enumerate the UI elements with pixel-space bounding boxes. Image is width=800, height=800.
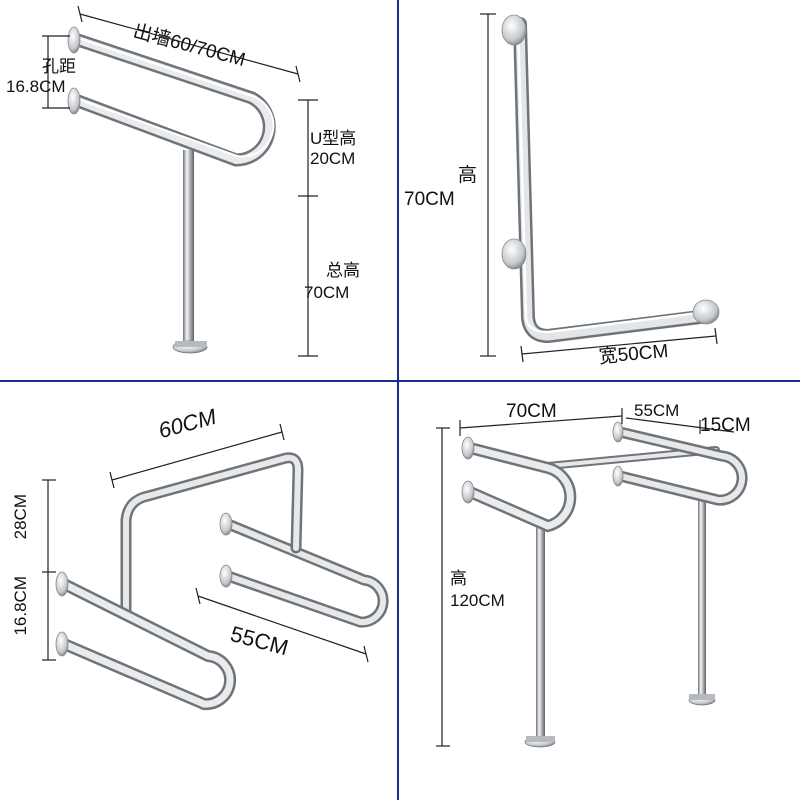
double-u-rail [42, 423, 389, 711]
dim-depth [459, 415, 623, 429]
front-flange-lower [55, 631, 69, 657]
label-height-value: 70CM [404, 189, 455, 210]
u-tube [74, 36, 274, 165]
dim-width-offset [625, 417, 735, 433]
l-tube-highlight [516, 22, 708, 334]
l-tube [515, 19, 713, 341]
label-total-height: 总高 [326, 261, 360, 280]
label-u-height: U型高 [310, 129, 357, 148]
flange-right [692, 299, 720, 325]
label-height: 高 [458, 165, 478, 186]
u-rail-with-leg [42, 5, 318, 357]
label-hole-distance: 孔距 [42, 57, 76, 76]
u-tube-highlight [77, 37, 275, 158]
rear-flange-upper [219, 512, 233, 536]
label-u-height-value: 20CM [310, 149, 356, 168]
label-hole-distance: 16.8CM [11, 576, 30, 636]
flange-top [501, 14, 527, 46]
label-hole-distance-value: 16.8CM [6, 77, 66, 96]
l-rail [480, 13, 720, 363]
rear-flange-lower [219, 564, 233, 588]
front-flange-upper [55, 571, 69, 597]
front-flange-upper [461, 436, 475, 460]
front-leg [536, 520, 545, 738]
front-flange-lower [461, 480, 475, 504]
label-top-height: 28CM [11, 494, 30, 540]
wall-flange-upper [67, 26, 81, 54]
label-height-value: 120CM [450, 591, 505, 610]
label-total-height-value: 70CM [304, 283, 350, 302]
rear-leg [698, 500, 706, 696]
support-leg [183, 150, 194, 342]
wall-flange-lower [67, 87, 81, 115]
l-tube-shadow [513, 17, 715, 343]
double-u-rail-two-legs [436, 408, 748, 748]
label-width: 55CM [634, 401, 680, 420]
rear-u-tube [222, 518, 389, 628]
front-u-tube [58, 578, 237, 711]
flange-middle [501, 238, 527, 270]
label-depth: 70CM [506, 401, 557, 422]
rear-flange-upper [612, 421, 624, 443]
label-height: 高 [450, 569, 467, 588]
label-offset: 15CM [700, 415, 751, 436]
dim-width [521, 335, 717, 355]
dim-top-length [111, 431, 283, 481]
dim-depth [197, 595, 367, 655]
rear-flange-lower [612, 465, 624, 487]
dim-out-from-wall [79, 13, 299, 75]
floor-plate-rim [175, 341, 207, 347]
